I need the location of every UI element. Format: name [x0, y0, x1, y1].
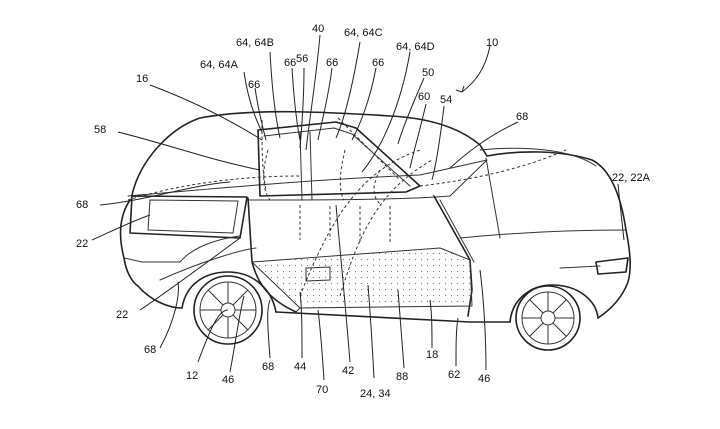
label-22-22a: 22, 22A: [612, 172, 651, 184]
label-68-left: 68: [76, 199, 88, 211]
label-22-lower: 22: [116, 309, 128, 321]
label-64b: 64, 64B: [236, 37, 274, 49]
label-64a: 64, 64A: [200, 59, 239, 71]
label-44: 44: [294, 361, 306, 373]
label-42: 42: [342, 365, 354, 377]
leader-lines: [91, 34, 625, 381]
label-12: 12: [186, 370, 198, 382]
label-70: 70: [316, 384, 328, 396]
label-16: 16: [136, 73, 148, 85]
label-88: 88: [396, 371, 408, 383]
rear-wheel: [193, 275, 263, 345]
label-66-b: 66: [284, 57, 296, 69]
label-62: 62: [448, 369, 460, 381]
label-22-rear: 22: [76, 238, 88, 250]
label-50: 50: [422, 67, 434, 79]
label-46-front: 46: [478, 373, 490, 385]
label-24-34: 24, 34: [360, 388, 391, 400]
label-68-bottom: 68: [262, 361, 274, 373]
label-40: 40: [312, 23, 324, 35]
label-66-a: 66: [248, 79, 260, 91]
label-64d: 64, 64D: [396, 41, 435, 53]
label-68-lower: 68: [144, 344, 156, 356]
label-60: 60: [418, 91, 430, 103]
label-64c: 64, 64C: [344, 27, 383, 39]
label-58: 58: [94, 124, 106, 136]
label-46-rear: 46: [222, 374, 234, 386]
label-68-front: 68: [516, 111, 528, 123]
label-10: 10: [486, 37, 498, 49]
label-54: 54: [440, 94, 452, 106]
label-66-c: 66: [326, 57, 338, 69]
label-66-d: 66: [372, 57, 384, 69]
reference-labels: 10 16 58 68 22 22 68 12 46 64, 64A 66 64…: [76, 23, 651, 400]
label-56: 56: [296, 53, 308, 65]
label-18: 18: [426, 349, 438, 361]
car-body: [119, 110, 631, 351]
front-wheel: [515, 285, 581, 351]
